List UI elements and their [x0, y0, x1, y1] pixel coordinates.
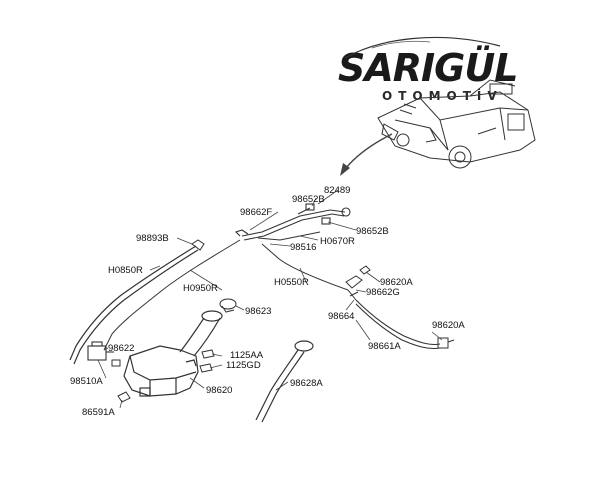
reservoir-tank-98620 [123, 345, 199, 397]
hose-H0850R [69, 245, 197, 361]
label-98622: 98622 [108, 343, 134, 354]
label-98628A: 98628A [290, 378, 323, 389]
logo-swoosh [344, 36, 501, 59]
label-98662F: 98662F [240, 207, 272, 218]
label-86591A: 86591A [82, 407, 115, 418]
label-98623: 98623 [245, 306, 271, 317]
label-98516: 98516 [290, 242, 316, 253]
hose-H0850R-edge [73, 249, 199, 365]
upper-hose-assembly [234, 203, 351, 241]
label-82489: 82489 [324, 185, 350, 196]
filler-neck [179, 310, 223, 357]
hose-H0950R [103, 239, 241, 351]
hose-98661A-edge [355, 303, 441, 350]
label-1125GD: 1125GD [226, 360, 261, 371]
label-98652B-right: 98652B [356, 226, 389, 237]
label-98661A: 98661A [368, 341, 401, 352]
dipstick-98628A [255, 340, 314, 423]
hose-H0550R [261, 243, 357, 301]
label-H0550R: H0550R [274, 277, 309, 288]
grommet-98622 [111, 359, 121, 367]
label-98620A-upper: 98620A [380, 277, 413, 288]
nozzle-98893B [191, 239, 205, 251]
sensor-86591A [117, 391, 131, 403]
label-98662G: 98662G [366, 287, 400, 298]
brand-subtitle: OTOMOTİV [382, 89, 503, 103]
label-98664: 98664 [328, 311, 354, 322]
hose-98661A [355, 299, 441, 346]
brand-logo: SARIGÜL OTOMOTİV [338, 48, 518, 108]
logo-swoosh-inner [371, 40, 431, 49]
label-H0950R: H0950R [183, 283, 218, 294]
label-98620: 98620 [206, 385, 232, 396]
cap-98623 [219, 298, 237, 313]
connector-98620A-upper [345, 265, 371, 297]
label-98893B: 98893B [136, 233, 169, 244]
connector-98620A-right [437, 337, 455, 349]
label-98652B-top: 98652B [292, 194, 325, 205]
vehicle-illustration [377, 79, 536, 169]
label-1125AA: 1125AA [230, 350, 264, 361]
label-98620A-right: 98620A [432, 320, 465, 331]
bolts-1125 [199, 349, 215, 373]
label-98510A: 98510A [70, 376, 103, 387]
label-H0850R: H0850R [108, 265, 143, 276]
label-H0670R: H0670R [320, 236, 355, 247]
leader-lines [97, 189, 443, 409]
pointer-arrow [340, 133, 393, 176]
pump-98510A [87, 341, 114, 361]
